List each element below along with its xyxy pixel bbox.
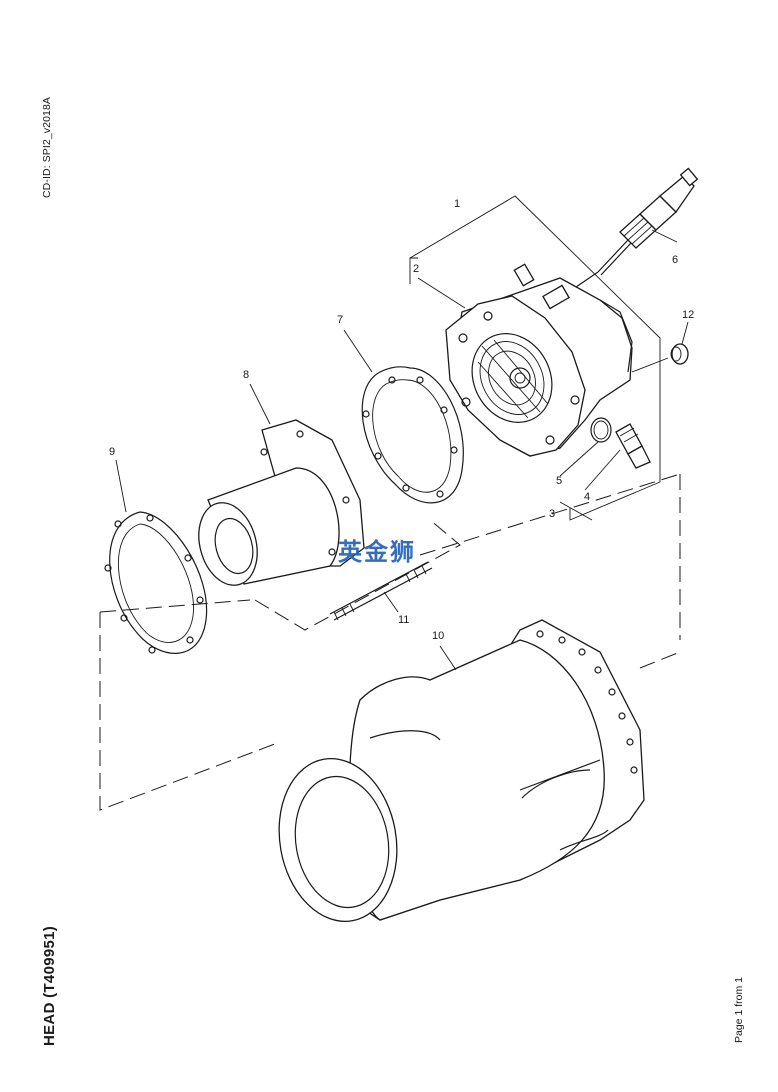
part-gasket-7	[361, 366, 464, 504]
callout-8: 8	[243, 369, 249, 381]
callout-12: 12	[682, 309, 694, 321]
callout-10: 10	[432, 630, 444, 642]
part-plug	[631, 343, 689, 373]
cd-id-label: CD-ID: SPI2_v2018A	[41, 96, 53, 198]
callout-2: 2	[413, 263, 419, 275]
callout-3: 3	[549, 508, 555, 520]
part-spark-plug	[556, 167, 699, 301]
callout-4: 4	[584, 491, 590, 503]
callout-1: 1	[454, 198, 460, 210]
callout-labels: 1 2 3 4 5 6 7 8 9 10 11 12	[109, 198, 694, 642]
part-fitting	[615, 423, 651, 469]
dashed-assembly-outline	[99, 473, 681, 811]
callout-11: 11	[398, 614, 409, 626]
part-stud	[329, 561, 433, 621]
part-head-block	[445, 263, 633, 457]
part-housing	[278, 619, 645, 923]
callout-5: 5	[556, 475, 562, 487]
assembly-bracket	[409, 195, 661, 521]
drawing-title: HEAD (T409951)	[41, 925, 58, 1046]
part-o-ring	[590, 417, 612, 443]
callout-9: 9	[109, 446, 115, 458]
watermark-text: 英金狮	[338, 538, 416, 566]
page-number: Page 1 from 1	[733, 977, 745, 1043]
leader-lines	[115, 229, 689, 671]
callout-7: 7	[337, 314, 343, 326]
callout-6: 6	[672, 254, 678, 266]
part-gasket-9	[104, 511, 208, 654]
part-sleeve	[198, 419, 365, 586]
